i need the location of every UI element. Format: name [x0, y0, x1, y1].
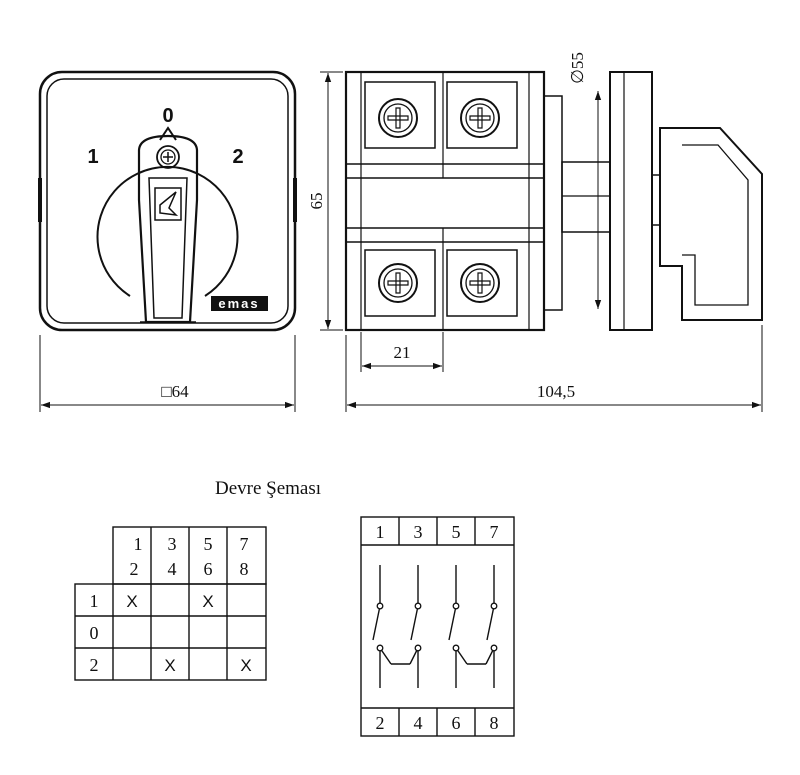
table-cell: X: [240, 656, 251, 675]
schema-title: Devre Şeması: [215, 478, 321, 499]
table-cell: X: [126, 592, 137, 611]
table-headers: 1 2 3 4 5 6 7 8: [130, 534, 249, 579]
column-header-bottom: 6: [204, 559, 213, 579]
dimension-width-label: □64: [161, 382, 189, 401]
terminal-screw-icon: [460, 98, 500, 138]
dimension-height-label: 65: [307, 193, 326, 210]
terminal-label-bottom: 2: [376, 713, 385, 733]
logo-icon: [154, 187, 182, 221]
column-header-top: 7: [240, 534, 249, 554]
contact-points: [376, 602, 498, 652]
table-cell: X: [202, 592, 213, 611]
dimension-diameter-label: ∅55: [568, 52, 587, 84]
column-header-bottom: 8: [240, 559, 249, 579]
column-header-bottom: 4: [168, 559, 177, 579]
brand-label: emas: [218, 296, 259, 311]
knob-handle: [137, 134, 199, 324]
knob-dial: [96, 165, 239, 297]
terminal-screw-icon: [378, 263, 418, 303]
position-label-1: 1: [87, 146, 98, 168]
dimension-length: [345, 325, 763, 412]
row-label: 2: [90, 655, 99, 675]
column-header-bottom: 2: [130, 559, 139, 579]
terminal-label-bottom: 6: [452, 713, 461, 733]
wiring-frame: [360, 516, 515, 737]
switching-table: [74, 526, 267, 681]
column-header-top: 1: [134, 534, 143, 554]
row-label: 0: [90, 623, 99, 643]
knob-side-profile: [659, 127, 763, 321]
terminal-label-top: 1: [376, 522, 385, 542]
terminal-screw-icon: [378, 98, 418, 138]
column-header-top: 3: [168, 534, 177, 554]
position-label-0: 0: [162, 105, 173, 127]
table-cell: X: [164, 656, 175, 675]
terminal-label-top: 7: [490, 522, 499, 542]
knob-screw: [156, 145, 180, 169]
terminal-label-bottom: 4: [414, 713, 423, 733]
terminal-screw-icon: [460, 263, 500, 303]
dimension-pitch: [360, 332, 444, 372]
front-plate-side: [609, 71, 653, 331]
dimension-pitch-label: 21: [394, 343, 411, 362]
switch-body: [344, 70, 546, 332]
front-view: [38, 70, 297, 332]
column-header-top: 5: [204, 534, 213, 554]
terminal-label-top: 5: [452, 522, 461, 542]
dimension-width: [39, 335, 296, 412]
side-view: [344, 70, 763, 332]
wiring-terminals: 1 3 5 7 2 4 6 8: [376, 522, 499, 733]
position-label-2: 2: [232, 146, 243, 168]
dimension-length-label: 104,5: [537, 382, 575, 401]
wiring-diagram: [360, 516, 515, 737]
row-label: 1: [90, 591, 99, 611]
table-rows: 1 0 2 X X X X: [90, 591, 252, 675]
front-labels: 0 1 2 emas: [87, 105, 268, 311]
terminal-label-top: 3: [414, 522, 423, 542]
terminal-label-bottom: 8: [490, 713, 499, 733]
dimension-height: [320, 71, 343, 331]
